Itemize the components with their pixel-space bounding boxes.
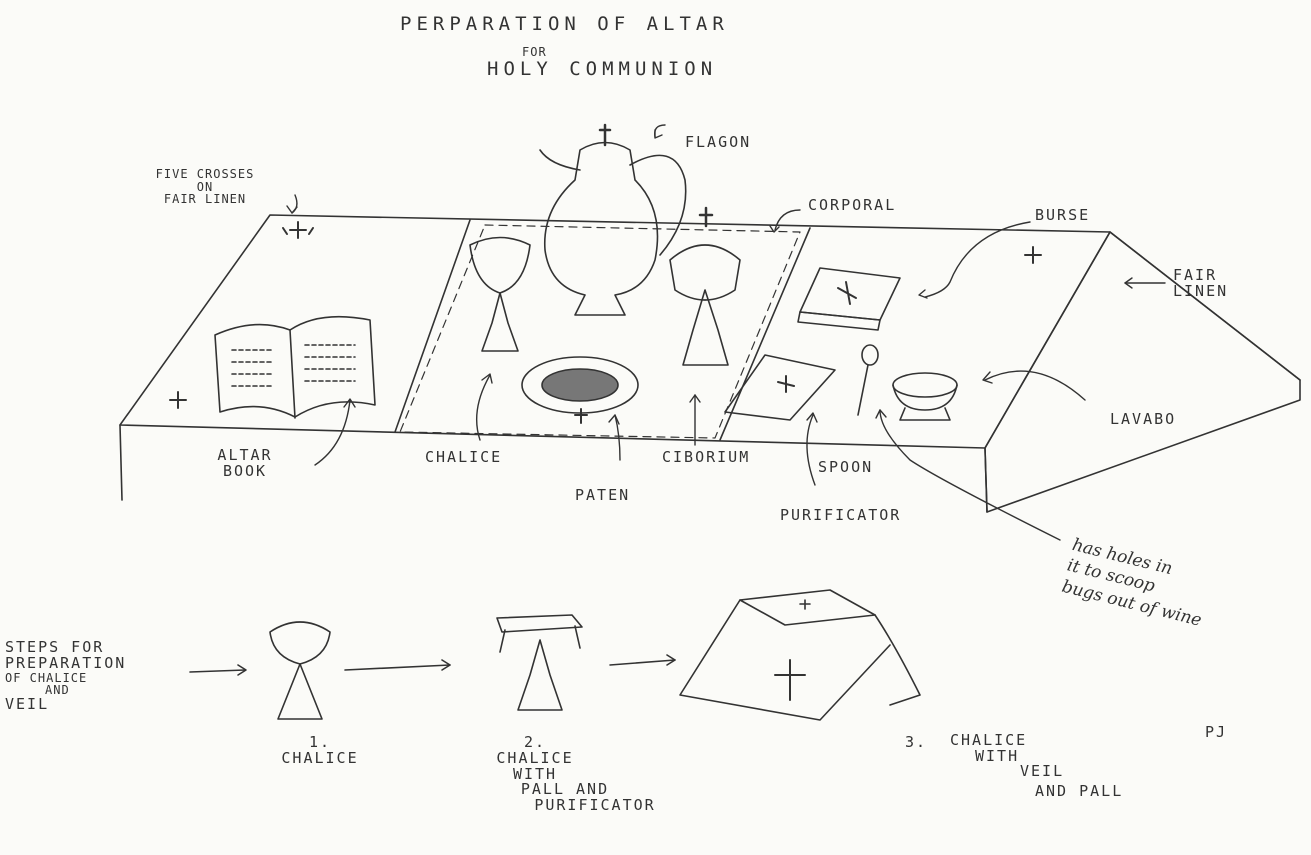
initials-mark: PJ <box>1205 723 1228 741</box>
purificator-icon <box>724 354 836 421</box>
label-five-crosses: FIVE CROSSES ON FAIR LINEN <box>155 167 255 207</box>
spoon-icon <box>857 344 879 416</box>
label-spoon: SPOON <box>818 458 874 476</box>
label-flagon: FLAGON <box>685 133 752 151</box>
diagram-title: PERPARATION OF ALTAR <box>400 13 729 35</box>
paten-icon <box>521 356 639 424</box>
label-paten: PATEN <box>575 486 631 504</box>
altar-book-icon <box>214 315 376 419</box>
step-3-label: 3. CHALICE WITH VEIL AND PALL <box>905 730 1124 800</box>
burse-icon <box>797 267 901 331</box>
label-purificator: PURIFICATOR <box>780 506 902 524</box>
label-ciborium: CIBORIUM <box>662 448 751 466</box>
chalice-icon <box>469 236 531 352</box>
lavabo-icon <box>892 372 958 421</box>
step-2-label: 2. CHALICE WITH PALL AND PURIFICATOR <box>496 733 656 814</box>
label-altar-book: ALTAR BOOK <box>217 446 273 480</box>
cross-icon <box>169 221 1042 409</box>
step-1-label: 1. CHALICE <box>281 733 359 767</box>
label-lavabo: LAVABO <box>1110 410 1177 428</box>
steps-heading: STEPS FOR PREPARATION OF CHALICE AND VEI… <box>5 638 127 713</box>
label-chalice: CHALICE <box>425 448 503 466</box>
label-arrows <box>286 124 1166 541</box>
ciborium-icon <box>669 206 741 366</box>
title-for: FOR <box>522 45 547 59</box>
label-fair-linen: FAIR LINEN <box>1173 266 1229 300</box>
label-burse: BURSE <box>1035 206 1091 224</box>
flagon-icon <box>539 123 687 316</box>
label-corporal: CORPORAL <box>808 196 897 214</box>
steps-sketch <box>189 589 921 721</box>
altar-table <box>119 214 1301 513</box>
diagram-subtitle: HOLY COMMUNION <box>487 58 718 80</box>
